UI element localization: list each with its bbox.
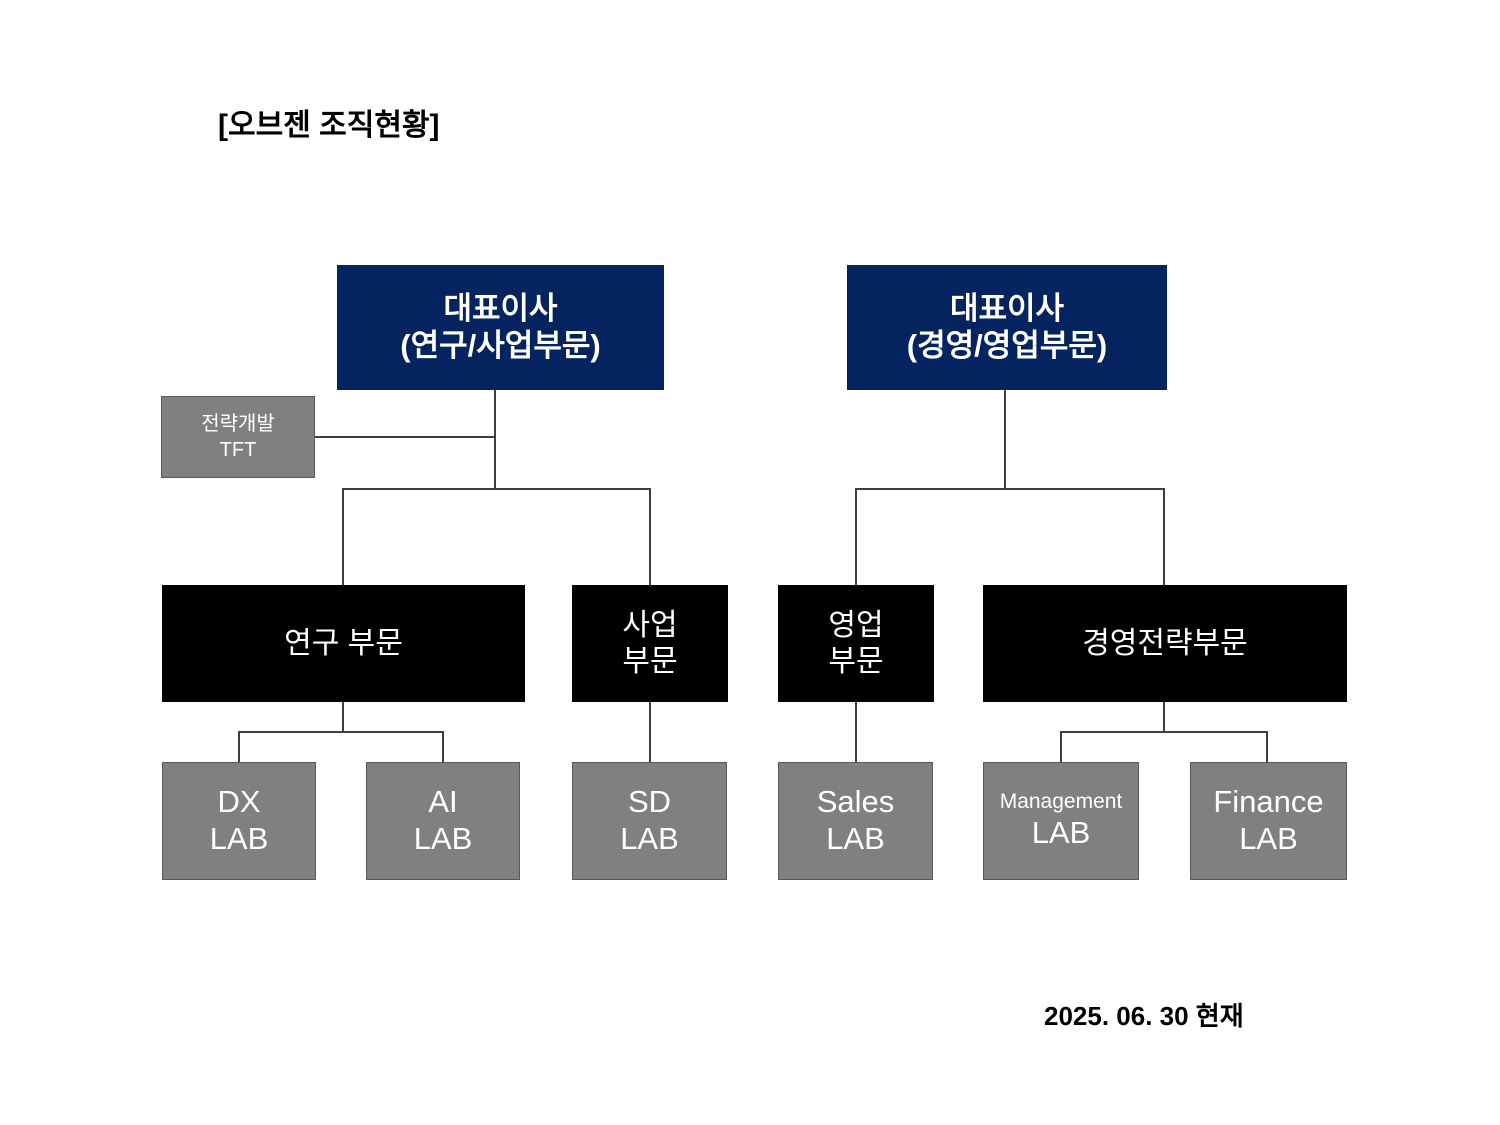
node-lab-management[interactable]: Management LAB [983,762,1139,880]
connector-to-lab-sales [855,701,857,763]
node-lab-sales-line2: LAB [826,821,885,856]
node-division-research[interactable]: 연구 부문 [162,585,525,702]
connector-to-div-mgmt-strategy [1163,488,1165,586]
connector-div-research-stem [342,701,344,733]
node-ceo-management-line1: 대표이사 [949,290,1065,326]
node-tft-line2: TFT [219,439,257,461]
page-title: [오브젠 조직현황] [218,109,440,142]
node-division-business-line2: 부문 [622,644,678,678]
connector-to-div-business [649,488,651,586]
node-tft[interactable]: 전략개발 TFT [161,396,315,478]
node-ceo-research-line1: 대표이사 [443,290,558,326]
node-division-sales-line1: 영업 [828,609,884,643]
connector-tft-link [314,436,495,438]
connector-to-lab-management [1060,731,1062,763]
node-lab-ai[interactable]: AI LAB [366,762,520,880]
connector-to-div-research [342,488,344,586]
node-ceo-research-line2: (연구/사업부문) [400,327,601,363]
connector-research-labs-bar [238,731,444,733]
node-division-management-strategy-line1: 경영전략부문 [1082,626,1248,660]
node-ceo-research[interactable]: 대표이사 (연구/사업부문) [337,265,664,390]
node-ceo-management[interactable]: 대표이사 (경영/영업부문) [847,265,1167,390]
node-lab-dx[interactable]: DX LAB [162,762,316,880]
node-lab-sd[interactable]: SD LAB [572,762,727,880]
node-lab-finance[interactable]: Finance LAB [1190,762,1347,880]
node-lab-sales[interactable]: Sales LAB [778,762,933,880]
connector-div-mgmt-stem [1163,701,1165,733]
connector-to-div-sales [855,488,857,586]
node-lab-sales-line1: Sales [816,784,895,820]
node-lab-dx-line2: LAB [209,821,269,856]
node-lab-ai-line1: AI [428,784,458,820]
node-lab-finance-line1: Finance [1213,784,1324,820]
connector-ceo-research-stem [494,390,496,490]
connector-research-branch-bar [342,488,651,490]
node-lab-sd-line2: LAB [620,821,679,856]
node-lab-finance-line2: LAB [1239,821,1298,856]
connector-mgmt-labs-bar [1060,731,1268,733]
connector-to-lab-finance [1266,731,1268,763]
node-lab-ai-line2: LAB [413,821,473,856]
node-division-research-line1: 연구 부문 [284,626,403,660]
node-lab-dx-line1: DX [217,784,261,820]
connector-to-lab-ai [442,731,444,763]
node-lab-sd-line1: SD [627,784,672,820]
node-division-sales[interactable]: 영업 부문 [778,585,934,702]
footer-date: 2025. 06. 30 현재 [1044,1001,1244,1031]
node-division-sales-line2: 부문 [828,644,884,678]
connector-to-lab-dx [238,731,240,763]
node-lab-management-line1: Management [999,790,1123,814]
node-division-business[interactable]: 사업 부문 [572,585,728,702]
connector-management-branch-bar [855,488,1165,490]
node-ceo-management-line2: (경영/영업부문) [906,327,1108,363]
connector-ceo-management-stem [1004,390,1006,490]
node-division-management-strategy[interactable]: 경영전략부문 [983,585,1347,702]
node-division-business-line1: 사업 [622,609,678,643]
connector-to-lab-sd [649,701,651,763]
node-tft-line1: 전략개발 [201,413,275,435]
node-lab-management-line2: LAB [1031,815,1091,851]
